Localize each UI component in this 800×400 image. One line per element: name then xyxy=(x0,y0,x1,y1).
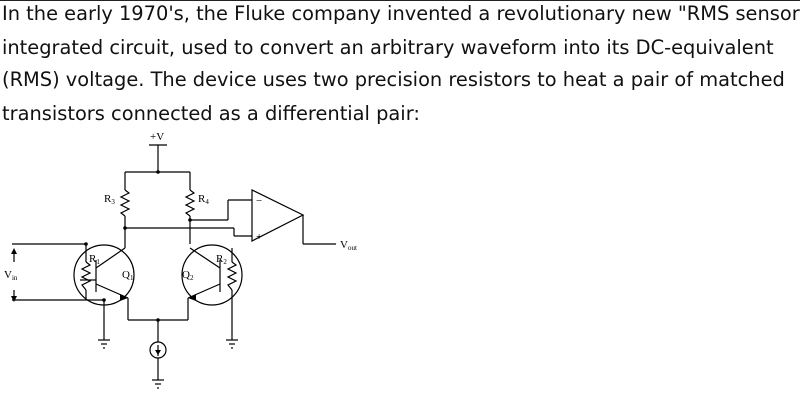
vin-label: Vin xyxy=(4,269,18,282)
paragraph-line-4: transistors connected as a differential … xyxy=(2,102,420,125)
q2-label: Q2 xyxy=(182,269,194,282)
paragraph-line-3: (RMS) voltage. The device uses two preci… xyxy=(2,68,785,91)
r4-label: R4 xyxy=(198,193,209,206)
paragraph-line-2: integrated circuit, used to convert an a… xyxy=(2,36,774,59)
opamp-minus-label: − xyxy=(256,195,262,207)
supply-label: +V xyxy=(150,131,164,143)
r2-label: R2 xyxy=(216,253,227,266)
r3-label: R3 xyxy=(104,193,115,206)
q1-label: Q1 xyxy=(122,269,134,282)
differential-pair-schematic: +V R3 R4 R1 R2 Q1 Q2 Vin Vout − + xyxy=(4,131,357,389)
r1-label: R1 xyxy=(89,253,100,266)
opamp-plus-label: + xyxy=(256,231,262,243)
top-border xyxy=(0,0,800,1)
vout-label: Vout xyxy=(340,239,357,252)
paragraph-line-1: In the early 1970's, the Fluke company i… xyxy=(2,2,800,25)
